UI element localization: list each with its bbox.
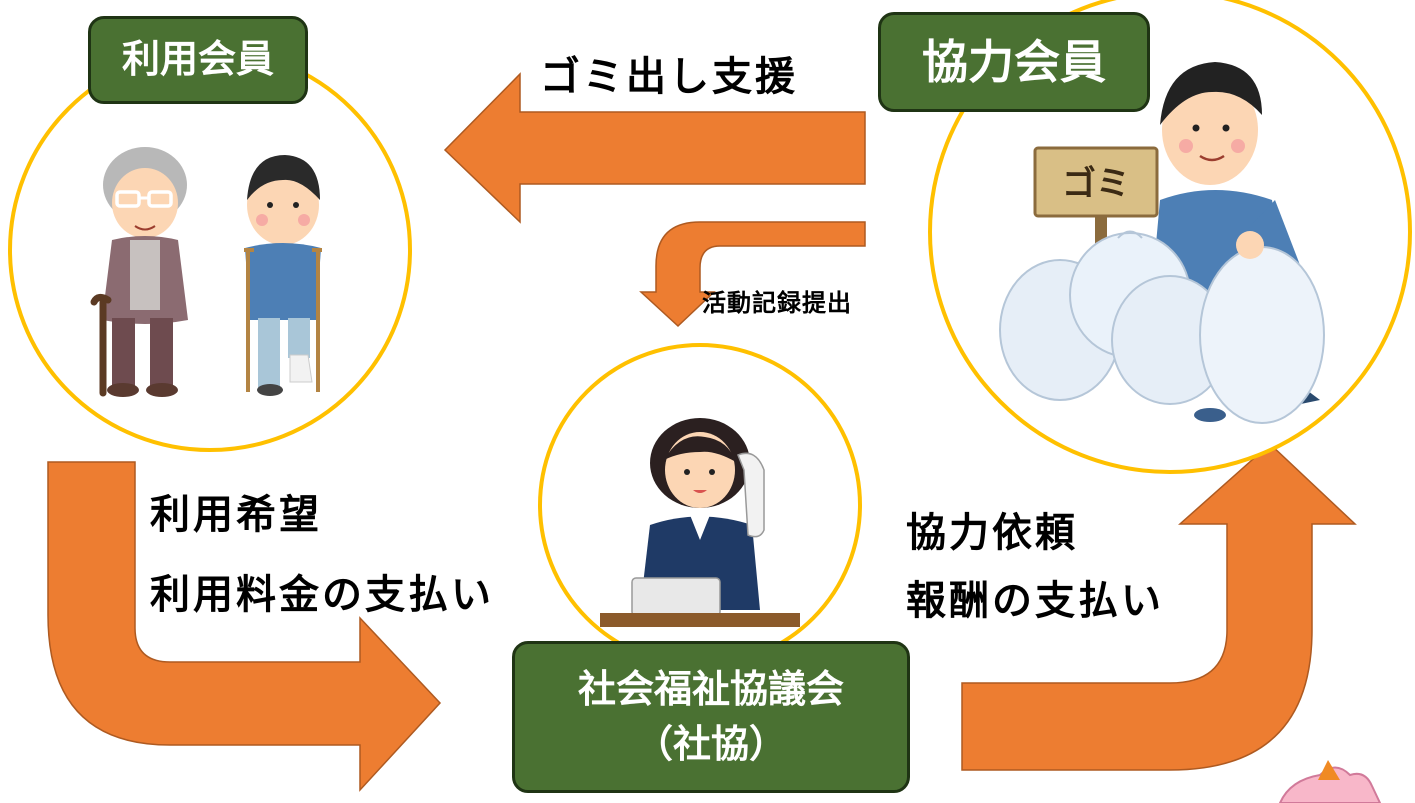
node-council-label: 社会福祉協議会	[577, 666, 844, 711]
node-cooperating-member-label: 協力会員	[922, 34, 1106, 89]
caption-activity-record: 活動記録提出	[702, 289, 852, 317]
node-user-member: 利用会員	[88, 16, 308, 104]
node-council: 社会福祉協議会 （社協）	[512, 641, 910, 793]
arrow-user-to-council	[47, 461, 442, 792]
man-with-crutches-illustration	[244, 155, 322, 396]
caption-user-request-line2: 利用料金の支払い	[150, 572, 494, 618]
garbage-sign-text: ゴミ	[1062, 164, 1130, 204]
circle-user-member	[8, 48, 412, 452]
node-user-member-label: 利用会員	[121, 37, 274, 82]
decorative-mascot-fragment	[1278, 760, 1382, 803]
arrow-garbage-support	[443, 72, 866, 224]
caption-coop-request-line1: 協力依頼	[906, 510, 1078, 556]
node-cooperating-member: 協力会員	[878, 12, 1150, 112]
caption-user-request-line1: 利用希望	[150, 492, 322, 538]
node-council-sublabel: （社協）	[634, 722, 787, 766]
man-with-garbage-illustration: ゴミ	[999, 62, 1325, 424]
arrow-council-to-coop	[961, 442, 1357, 771]
arrow-activity-record	[639, 221, 866, 328]
caption-garbage-support: ゴミ出し支援	[540, 54, 798, 100]
caption-coop-request-line2: 報酬の支払い	[906, 578, 1164, 624]
receptionist-illustration	[600, 418, 800, 627]
elderly-woman-illustration	[90, 147, 188, 397]
